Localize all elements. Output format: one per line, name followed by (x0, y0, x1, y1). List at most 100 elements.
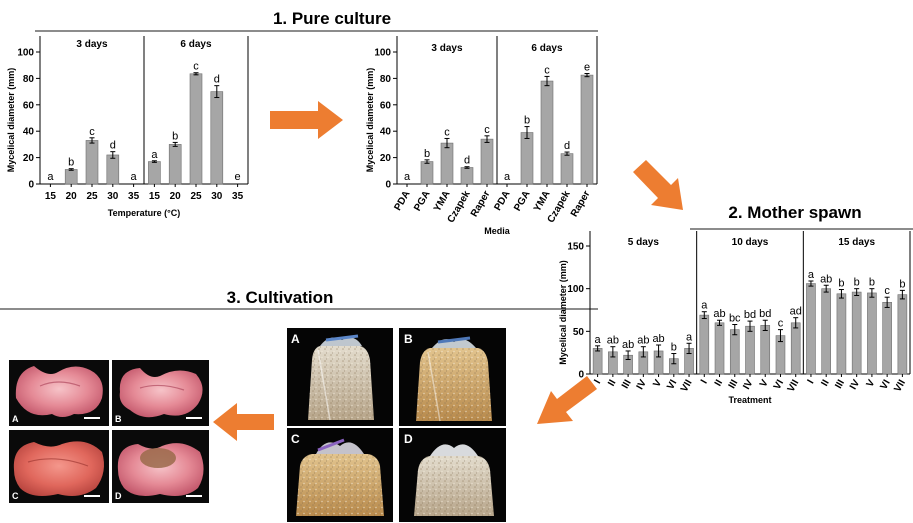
y-tick-label: 0 (385, 180, 391, 191)
significance-letter: d (214, 74, 220, 86)
y-tick-label: 100 (374, 48, 391, 59)
significance-letter: b (854, 277, 860, 289)
significance-letter: bd (744, 309, 756, 321)
data-bar (729, 329, 740, 375)
x-axis-title: Treatment (728, 395, 771, 405)
panel-label: 6 days (180, 39, 212, 50)
x-tick-label: 30 (211, 191, 223, 202)
x-tick-label: V (758, 378, 771, 390)
x-tick-label: 20 (66, 191, 78, 202)
y-tick-label: 0 (578, 370, 584, 381)
data-bar (580, 74, 594, 185)
significance-letter: b (172, 130, 178, 142)
significance-letter: ab (652, 333, 664, 345)
x-tick-label: PDA (493, 189, 513, 213)
significance-letter: ab (637, 335, 649, 347)
x-tick-label: V (651, 378, 664, 390)
bag-photo-c: C (287, 428, 393, 522)
x-tick-label: VII (679, 378, 695, 394)
cultivation-mushroom-photos: A B C D (9, 360, 209, 503)
y-tick-label: 80 (23, 74, 35, 85)
x-tick-label: PGA (512, 189, 532, 213)
x-tick-label: V (865, 378, 878, 390)
x-tick-label: II (819, 378, 831, 389)
x-tick-label: PGA (412, 189, 432, 213)
significance-letter: e (584, 62, 590, 74)
significance-letter: c (778, 318, 784, 330)
significance-letter: a (686, 331, 693, 343)
significance-letter: d (464, 155, 470, 167)
x-tick-label: YMA (532, 189, 553, 214)
y-tick-label: 20 (23, 153, 35, 164)
y-axis-title: Mycelical diameter (mm) (6, 68, 16, 173)
x-tick-label: IV (848, 378, 862, 392)
data-bar (460, 167, 474, 185)
data-bar (699, 314, 710, 375)
cultivation-bag-photos: A B C D (287, 328, 506, 522)
x-tick-label: I (592, 378, 603, 386)
x-tick-label: III (620, 378, 634, 391)
data-bar (540, 80, 554, 185)
significance-letter: ab (622, 339, 634, 351)
significance-letter: c (544, 64, 550, 76)
data-bar (480, 138, 494, 185)
x-tick-label: 35 (232, 191, 244, 202)
significance-letter: b (838, 278, 844, 290)
x-tick-label: YMA (432, 189, 453, 214)
significance-letter: ab (607, 335, 619, 347)
significance-letter: ab (713, 308, 725, 320)
x-tick-label: III (727, 378, 741, 391)
data-bar (851, 291, 862, 375)
bag-photo-label-b: B (404, 332, 413, 346)
x-tick-label: III (833, 378, 847, 391)
significance-letter: ad (790, 306, 802, 318)
x-tick-label: 35 (128, 191, 140, 202)
x-axis-title: Media (484, 226, 511, 236)
arrow-right-icon (270, 101, 343, 139)
section-title-pure-culture: 1. Pure culture (273, 9, 391, 28)
panel-label: 3 days (76, 39, 108, 50)
significance-letter: a (595, 334, 602, 346)
x-tick-label: VII (892, 378, 908, 394)
significance-letter: ab (820, 273, 832, 285)
y-tick-label: 40 (23, 127, 35, 138)
x-tick-label: I (806, 378, 817, 386)
x-tick-label: II (606, 378, 618, 389)
x-tick-label: VI (665, 378, 679, 392)
bag-photo-label-d: D (404, 432, 413, 446)
data-bar (148, 161, 161, 185)
data-bar (440, 142, 454, 185)
significance-letter: c (193, 61, 199, 73)
significance-letter: b (671, 342, 677, 354)
panel-label: 5 days (628, 237, 660, 248)
data-bar (420, 161, 434, 185)
x-tick-label: VI (878, 378, 892, 392)
x-tick-label: 30 (107, 191, 119, 202)
arrow-down-left-icon (537, 376, 597, 424)
y-tick-label: 0 (28, 180, 34, 191)
mushroom-photo-c: C (9, 430, 109, 503)
y-tick-label: 100 (567, 284, 584, 295)
data-bar (790, 322, 801, 375)
significance-letter: a (151, 149, 158, 161)
data-bar (897, 294, 908, 375)
x-tick-label: 25 (86, 191, 98, 202)
data-bar (592, 348, 603, 375)
mushroom-photo-label-c: C (12, 491, 19, 501)
data-bar (560, 153, 574, 185)
x-tick-label: 15 (149, 191, 161, 202)
bag-photo-label-a: A (291, 332, 300, 346)
y-tick-label: 60 (380, 100, 392, 111)
mushroom-photo-a: A (9, 360, 109, 426)
x-tick-label: Raper (569, 189, 593, 219)
x-tick-label: PDA (393, 189, 413, 213)
data-bar (520, 132, 534, 185)
significance-letter: c (444, 126, 450, 138)
data-bar (745, 325, 755, 375)
significance-letter: b (524, 115, 530, 127)
x-tick-label: I (699, 378, 710, 386)
arrow-left-icon (213, 403, 274, 441)
